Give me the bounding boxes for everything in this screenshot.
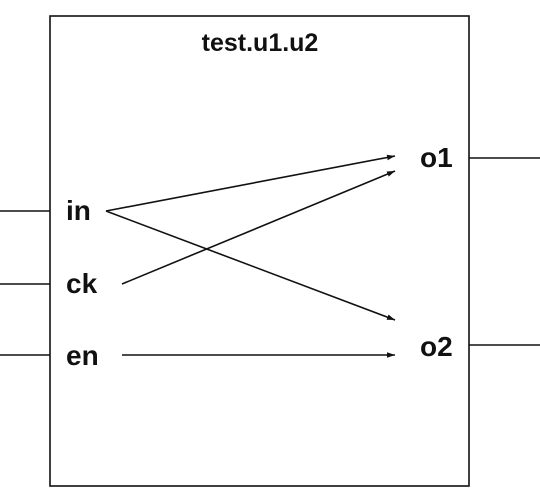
input-port-ck-label: ck [66, 268, 98, 299]
module-box [49, 15, 470, 487]
path-arrow-in-to-o2 [105, 210, 396, 321]
path-arrow-in-to-o1 [105, 154, 396, 212]
output-port-o2-label: o2 [420, 331, 453, 362]
path-arrow-ck-to-o1 [121, 170, 396, 285]
module-title: test.u1.u2 [202, 29, 319, 57]
output-port-o1-label: o1 [420, 142, 453, 173]
input-port-en-label: en [66, 340, 99, 371]
input-port-in-label: in [66, 195, 91, 226]
